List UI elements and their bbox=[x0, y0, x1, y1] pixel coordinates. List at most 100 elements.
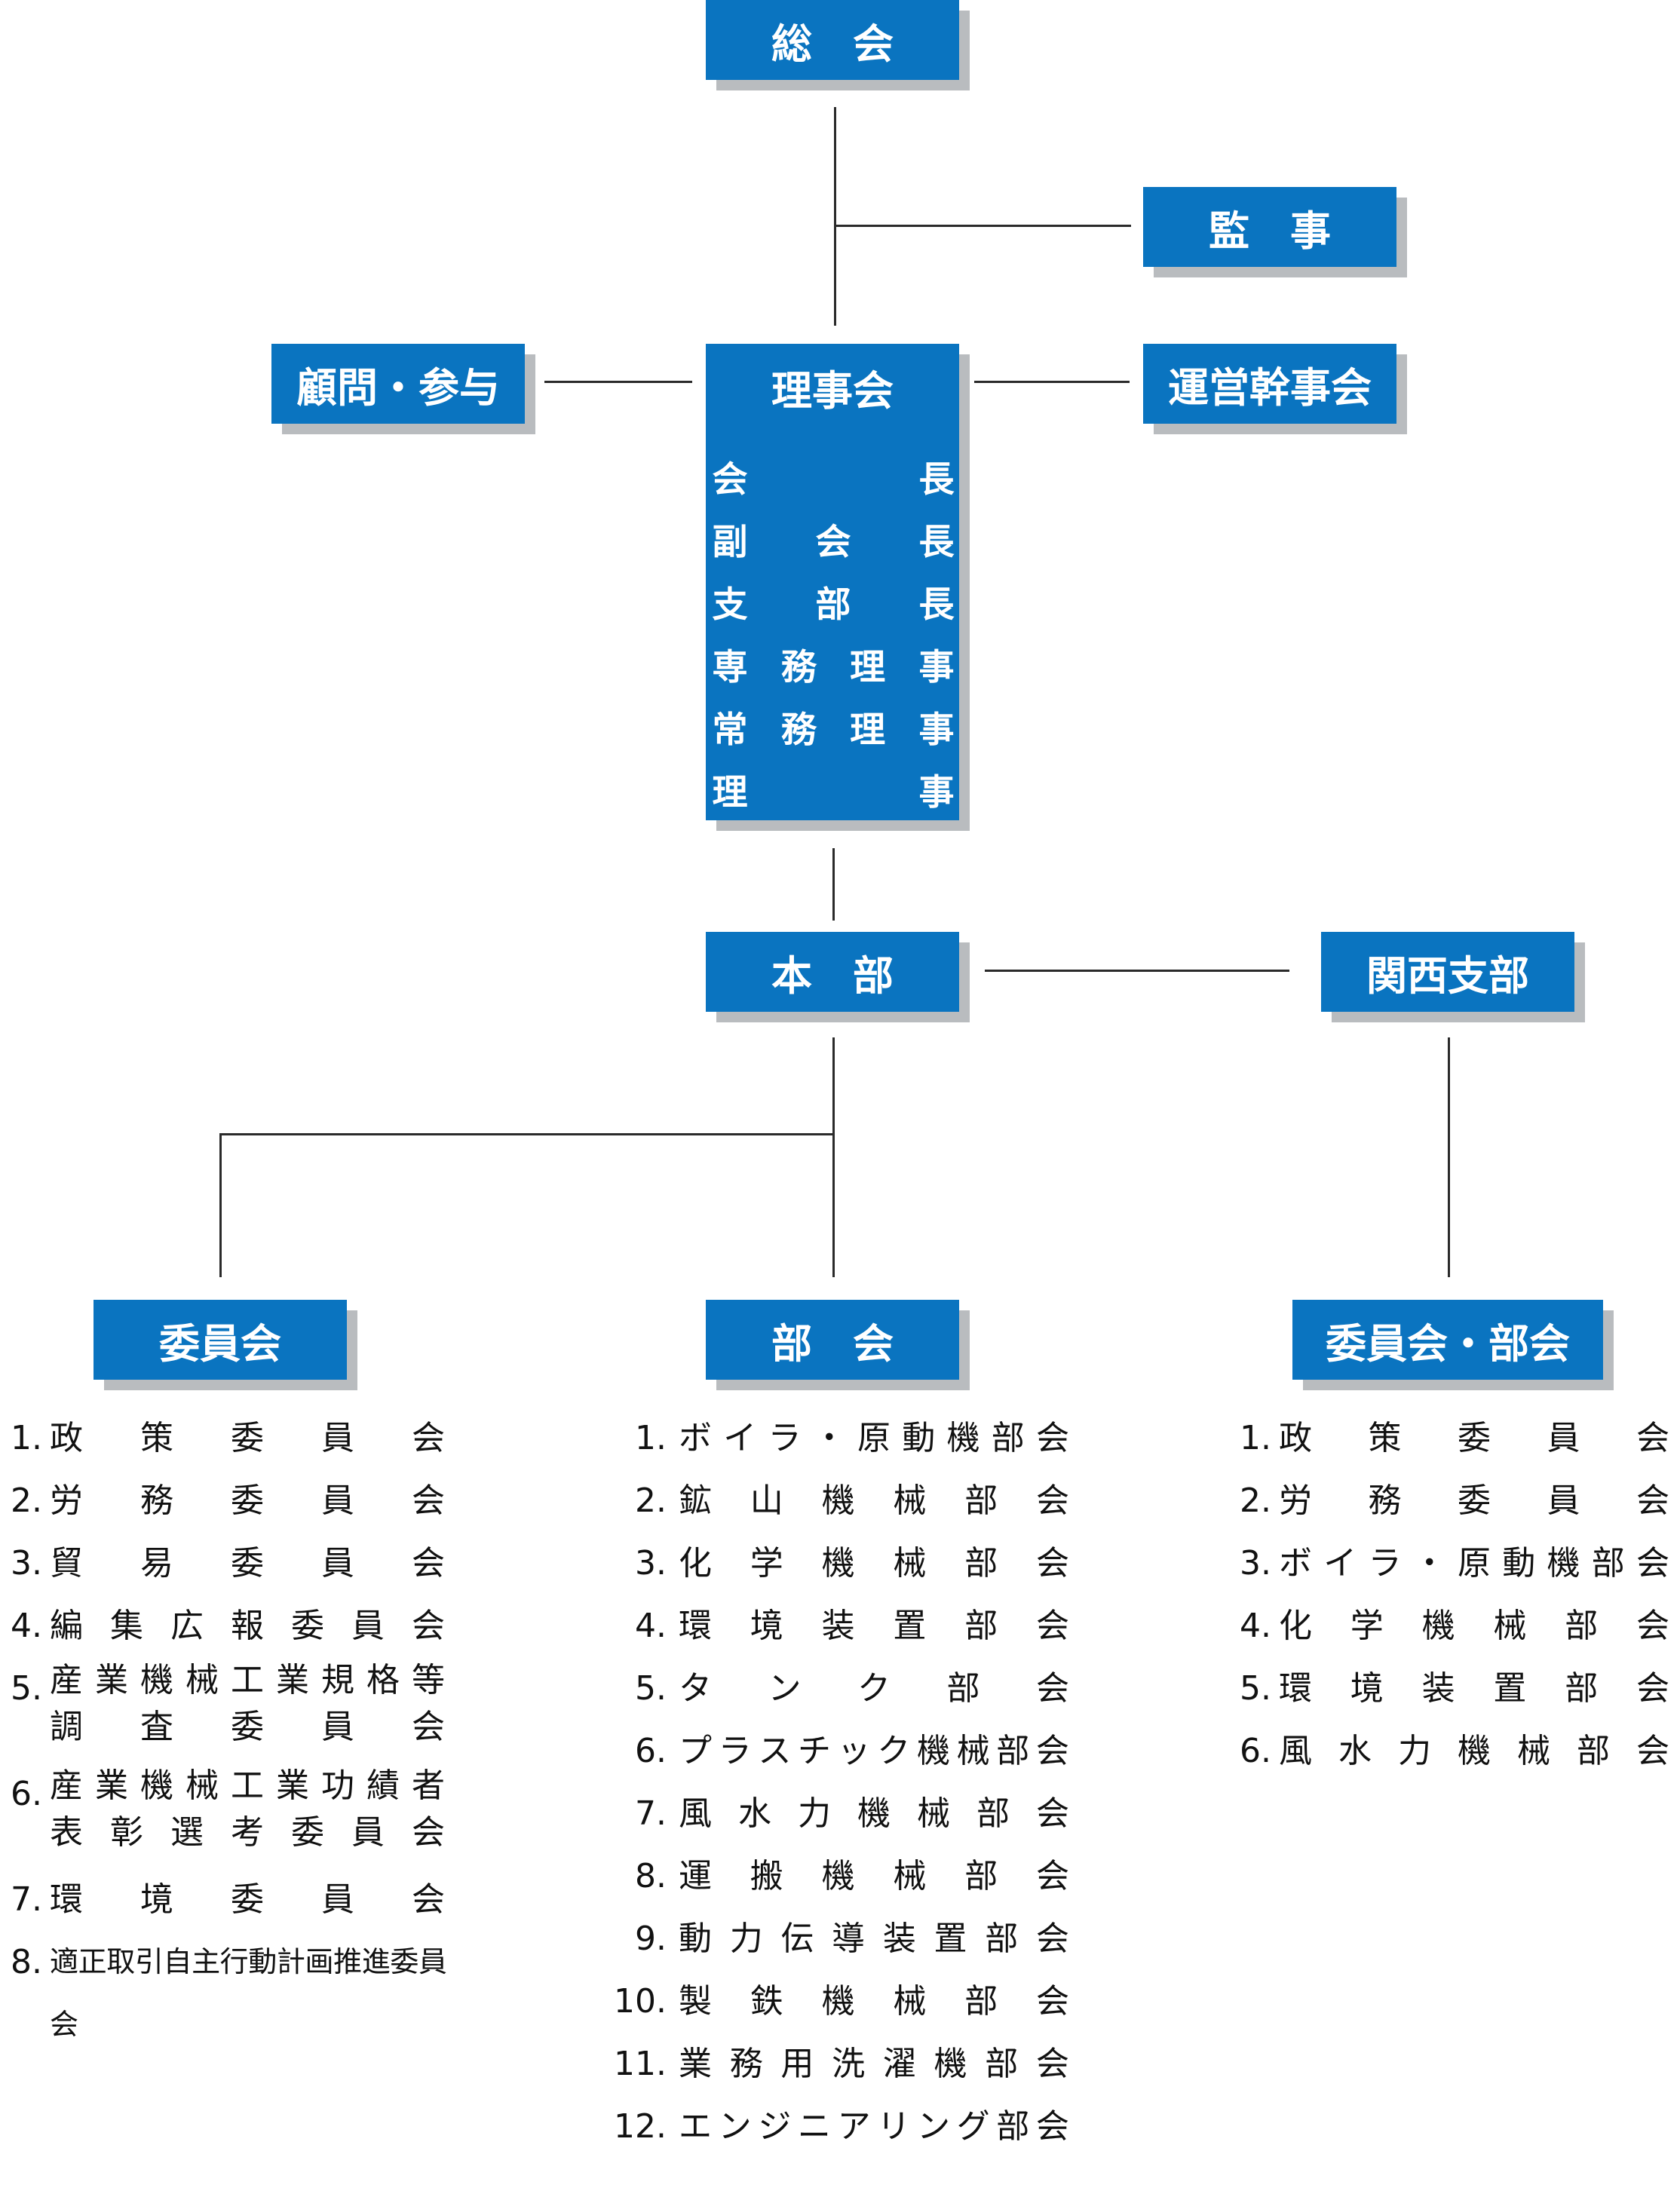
line-board-hq bbox=[832, 848, 835, 921]
list-item-number: 3. bbox=[635, 1544, 667, 1583]
line-advisor bbox=[544, 381, 692, 383]
list-item-line: 動力伝導装置部会 bbox=[679, 1920, 1069, 1958]
list-item-line: 調査委員会 bbox=[50, 1708, 445, 1746]
list-item: 1.政策委員会 bbox=[3, 1407, 448, 1469]
list-item-number: 8. bbox=[11, 1943, 42, 1981]
list-item-line: 労務委員会 bbox=[50, 1481, 445, 1520]
board-member-char: 会 bbox=[815, 522, 851, 563]
board-member-char: 事 bbox=[918, 772, 955, 814]
committees-box: 委員会 bbox=[94, 1300, 347, 1380]
board-member-char: 長 bbox=[918, 584, 955, 626]
list-item-text: 製鉄機械部会 bbox=[679, 1970, 1069, 2033]
board-title: 理事会 bbox=[771, 367, 894, 415]
division-list: 1. ボイラ・原動機部会 2. 鉱山機械部会 3. 化学機械部会 4. 環境装置部会 5. タンク… bbox=[606, 1407, 1074, 2158]
list-item-line: 環境委員会 bbox=[50, 1880, 445, 1919]
divisions-box: 部 会 bbox=[706, 1300, 959, 1380]
list-item: 3.貿易委員会 bbox=[3, 1532, 448, 1595]
kansai-groups-box: 委員会・部会 bbox=[1292, 1300, 1603, 1380]
list-item-number: 7. bbox=[635, 1794, 667, 1833]
list-item-number: 2. bbox=[635, 1481, 667, 1520]
list-item: 8.運搬機械部会 bbox=[606, 1845, 1074, 1907]
list-item: 7. 風水力機械部会 bbox=[606, 1782, 1074, 1845]
list-item-text: 労務委員会 bbox=[50, 1469, 445, 1532]
list-item: 6.風水力機械部会 bbox=[1232, 1720, 1673, 1782]
list-item-text: 化学機械部会 bbox=[1279, 1595, 1669, 1657]
list-item-text: プラスチック機械部会 bbox=[679, 1720, 1069, 1782]
line-assembly-board bbox=[834, 107, 836, 326]
board-member-char bbox=[812, 449, 854, 511]
list-item-line: 風水力機械部会 bbox=[1279, 1732, 1669, 1770]
list-item-text: 産業機械工業功績者表彰選考委員会 bbox=[50, 1763, 445, 1856]
list-item-number: 1. bbox=[635, 1419, 667, 1457]
list-item-line: 鉱山機械部会 bbox=[679, 1481, 1069, 1520]
list-item-text: 労務委員会 bbox=[1279, 1469, 1669, 1532]
list-item-number: 1. bbox=[1240, 1419, 1271, 1457]
list-item-line: 環境装置部会 bbox=[1279, 1669, 1669, 1708]
list-item-line: 業務用洗濯機部会 bbox=[679, 2045, 1069, 2083]
list-item-line: 化学機械部会 bbox=[1279, 1607, 1669, 1645]
list-item-line: 風水力機械部会 bbox=[679, 1794, 1069, 1833]
list-item-line: エンジニアリング部会 bbox=[679, 2107, 1069, 2146]
list-item-text: 風水力機械部会 bbox=[1279, 1720, 1669, 1782]
list-item-line: 貿易委員会 bbox=[50, 1544, 445, 1583]
list-item-number: 4. bbox=[1240, 1607, 1271, 1645]
list-item-text: 環境装置部会 bbox=[679, 1595, 1069, 1657]
list-item: 4.化学機械部会 bbox=[1232, 1595, 1673, 1657]
line-branch-horizontal bbox=[219, 1133, 835, 1135]
board-member-char: 長 bbox=[918, 459, 955, 501]
list-item-number: 3. bbox=[1240, 1544, 1271, 1583]
list-item-text: 鉱山機械部会 bbox=[679, 1469, 1069, 1532]
list-item-line: 化学機械部会 bbox=[679, 1544, 1069, 1583]
list-item-number: 7. bbox=[11, 1880, 42, 1919]
list-item-line: 労務委員会 bbox=[1279, 1481, 1669, 1520]
list-item-number: 6. bbox=[1240, 1732, 1271, 1770]
list-item-number: 2. bbox=[1240, 1481, 1271, 1520]
list-item-text: 環境装置部会 bbox=[1279, 1657, 1669, 1720]
board-member-char: 務 bbox=[780, 709, 817, 751]
list-item-number: 5. bbox=[635, 1669, 667, 1708]
list-item: 3. 化学機械部会 bbox=[606, 1532, 1074, 1595]
list-item: 2.労務委員会 bbox=[1232, 1469, 1673, 1532]
board-member-char: 理 bbox=[850, 647, 886, 688]
list-item-line: プラスチック機械部会 bbox=[679, 1732, 1069, 1770]
list-item-number: 9. bbox=[635, 1920, 667, 1958]
list-item: 5.産業機械工業規格等調査委員会 bbox=[3, 1657, 448, 1763]
list-item-text: 貿易委員会 bbox=[50, 1532, 445, 1595]
list-item-text: ボイラ・原動機部会 bbox=[1279, 1532, 1669, 1595]
list-item: 6.産業機械工業功績者表彰選考委員会 bbox=[3, 1763, 448, 1868]
list-item-text: 政策委員会 bbox=[1279, 1407, 1669, 1469]
list-item-number: 4. bbox=[635, 1607, 667, 1645]
list-item-line: タンク部会 bbox=[679, 1669, 1069, 1708]
list-item-text: 化学機械部会 bbox=[679, 1532, 1069, 1595]
line-hq-down bbox=[832, 1037, 835, 1277]
list-item: 1. ボイラ・原動機部会 bbox=[606, 1407, 1074, 1469]
list-item: 6.プラスチック機械部会 bbox=[606, 1720, 1074, 1782]
list-item: 1.政策委員会 bbox=[1232, 1407, 1673, 1469]
board-member-char: 理 bbox=[712, 772, 748, 814]
list-item-line: 表彰選考委員会 bbox=[50, 1813, 445, 1852]
list-item-line: 製鉄機械部会 bbox=[679, 1982, 1069, 2021]
board-member-char: 理 bbox=[850, 709, 886, 751]
line-branch-committee bbox=[219, 1133, 222, 1277]
list-item: 3.ボイラ・原動機部会 bbox=[1232, 1532, 1673, 1595]
list-item-number: 6. bbox=[11, 1775, 42, 1813]
list-item-line: 政策委員会 bbox=[1279, 1419, 1669, 1457]
list-item-line: ボイラ・原動機部会 bbox=[679, 1419, 1069, 1457]
list-item-number: 12. bbox=[614, 2107, 667, 2146]
general-assembly-box: 総 会 bbox=[706, 0, 959, 80]
list-item: 10.製鉄機械部会 bbox=[606, 1970, 1074, 2033]
list-item-number: 4. bbox=[11, 1607, 42, 1645]
line-kansai-down bbox=[1448, 1037, 1450, 1277]
list-item-number: 2. bbox=[11, 1481, 42, 1520]
board-member-row: 支部長 bbox=[709, 574, 958, 636]
board-member-char: 務 bbox=[780, 647, 817, 688]
board-member-row: 副会長 bbox=[709, 511, 958, 574]
list-item-text: 編集広報委員会 bbox=[50, 1595, 445, 1657]
advisor-box: 顧問・参与 bbox=[271, 344, 525, 424]
board-member-row: 専務理事 bbox=[709, 636, 958, 699]
line-steering bbox=[974, 381, 1130, 383]
list-item-line: 政策委員会 bbox=[50, 1419, 445, 1457]
list-item-number: 5. bbox=[11, 1669, 42, 1708]
list-item-number: 5. bbox=[1240, 1669, 1271, 1708]
